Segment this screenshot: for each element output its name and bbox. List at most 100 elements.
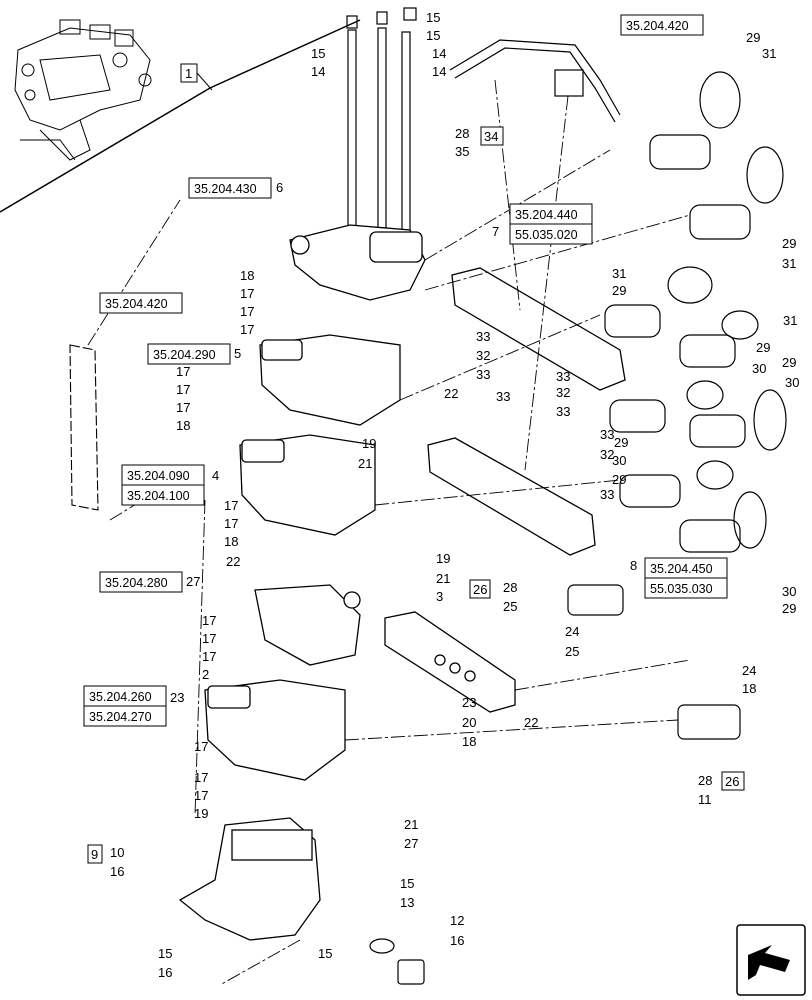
valve-section-5 <box>259 334 401 426</box>
ref-label: 35.204.100 <box>127 489 190 503</box>
callout: 4 <box>212 468 219 483</box>
ref-label: 35.204.290 <box>153 348 216 362</box>
quick-couplers <box>567 134 751 740</box>
callout: 17 <box>194 739 208 754</box>
callout: 30 <box>782 584 796 599</box>
assembly-lines <box>87 79 691 986</box>
callout: 33 <box>496 389 510 404</box>
callout: 17 <box>202 631 216 646</box>
callout: 18 <box>462 734 476 749</box>
callout: 33 <box>600 427 614 442</box>
callout: 27 <box>186 574 200 589</box>
callout: 29 <box>614 435 628 450</box>
callout: 16 <box>450 933 464 948</box>
callout: 24 <box>565 624 579 639</box>
ref-label: 35.204.270 <box>89 710 152 724</box>
callout: 31 <box>612 266 626 281</box>
callout: 15 <box>400 876 414 891</box>
callout: 29 <box>612 472 626 487</box>
callout: 5 <box>234 346 241 361</box>
callout: 33 <box>556 404 570 419</box>
callout: 2 <box>202 667 209 682</box>
navigation-arrow-icon <box>736 924 806 996</box>
ref-label: 35.204.450 <box>650 562 713 576</box>
callout: 14 <box>432 46 446 61</box>
callout: 32 <box>600 447 614 462</box>
tie-rod-studs <box>346 7 417 241</box>
tube-assembly <box>449 39 621 123</box>
callout: 33 <box>556 369 570 384</box>
callout: 22 <box>444 386 458 401</box>
callout: 27 <box>404 836 418 851</box>
group-labels: 34 26 26 9 <box>91 129 739 862</box>
callout: 30 <box>752 361 766 376</box>
valve-section-2 <box>204 679 346 781</box>
callout: 28 <box>503 580 517 595</box>
ref-label: 55.035.020 <box>515 228 578 242</box>
callout: 29 <box>782 601 796 616</box>
callout: 17 <box>240 286 254 301</box>
callout: 29 <box>612 283 626 298</box>
callout: 13 <box>400 895 414 910</box>
inset-leader <box>196 72 213 91</box>
callout: 31 <box>762 46 776 61</box>
callout: 32 <box>556 385 570 400</box>
callout: 16 <box>158 965 172 980</box>
ref-label: 35.204.090 <box>127 469 190 483</box>
callout: 18 <box>176 418 190 433</box>
callout: 15 <box>311 46 325 61</box>
callout: 18 <box>240 268 254 283</box>
callout: 24 <box>742 663 756 678</box>
callout: 15 <box>426 28 440 43</box>
inset-divider-line-2 <box>209 19 361 89</box>
callout: 35 <box>455 144 469 159</box>
callout: 29 <box>756 340 770 355</box>
dust-caps <box>667 71 787 549</box>
callout: 31 <box>783 313 797 328</box>
callout: 22 <box>226 554 240 569</box>
callout: 33 <box>600 487 614 502</box>
group-label: 9 <box>91 847 98 862</box>
callout: 28 <box>455 126 469 141</box>
callout: 6 <box>276 180 283 195</box>
callout: 3 <box>436 589 443 604</box>
manifold-7 <box>451 267 626 391</box>
callout: 17 <box>224 498 238 513</box>
callout: 21 <box>358 456 372 471</box>
callout: 17 <box>202 613 216 628</box>
callout: 15 <box>426 10 440 25</box>
inset-divider-line <box>0 87 211 213</box>
reference-boxes <box>83 14 728 727</box>
callout: 29 <box>782 355 796 370</box>
ref-label: 35.204.440 <box>515 208 578 222</box>
callout: 8 <box>630 558 637 573</box>
callout: 18 <box>224 534 238 549</box>
callout: 19 <box>362 436 376 451</box>
drain-plug <box>369 938 425 985</box>
group-label: 26 <box>473 582 487 597</box>
callout: 30 <box>612 453 626 468</box>
callout: 21 <box>436 571 450 586</box>
callout: 32 <box>476 348 490 363</box>
callout: 15 <box>318 946 332 961</box>
callout: 19 <box>194 806 208 821</box>
group-boxes <box>87 126 745 864</box>
callout: 17 <box>224 516 238 531</box>
ref-label: 35.204.420 <box>105 297 168 311</box>
mounting-plate <box>69 344 99 511</box>
callout: 17 <box>176 400 190 415</box>
valve-section-4 <box>239 434 376 536</box>
callout: 22 <box>524 715 538 730</box>
part-callouts: 15 15 15 14 14 14 28 35 6 7 29 31 29 31 … <box>110 10 799 980</box>
callout: 30 <box>785 375 799 390</box>
callout: 17 <box>176 382 190 397</box>
callout: 17 <box>240 304 254 319</box>
callout: 17 <box>176 364 190 379</box>
callout: 17 <box>194 788 208 803</box>
reference-labels: 35.204.420 35.204.430 35.204.440 55.035.… <box>89 19 713 724</box>
callout: 23 <box>170 690 184 705</box>
ref-label: 35.204.420 <box>626 19 689 33</box>
callout: 23 <box>462 695 476 710</box>
callout: 33 <box>476 367 490 382</box>
